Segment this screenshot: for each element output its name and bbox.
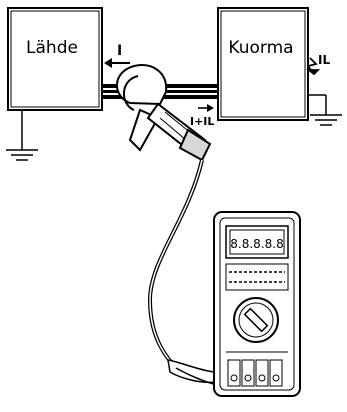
load-box: Kuorma (217, 7, 309, 121)
sum-label: I+IL (190, 115, 214, 128)
load-ground-symbol (308, 94, 342, 126)
current-label: I (117, 43, 122, 59)
sum-current-label-group: I+IL (190, 104, 214, 128)
clamp-probe (116, 64, 212, 162)
probe-cable (147, 159, 204, 374)
leakage-label: IL (318, 53, 330, 67)
source-ground-symbol (6, 110, 38, 161)
current-arrow: I (104, 43, 130, 68)
source-box: Lähde (7, 7, 103, 111)
leakage-current-arrow (306, 57, 321, 76)
multimeter: 8.8.8.8.8 (213, 211, 301, 397)
load-label: Kuorma (228, 38, 293, 58)
meter-display: 8.8.8.8.8 (230, 237, 283, 251)
source-label: Lähde (26, 38, 78, 58)
